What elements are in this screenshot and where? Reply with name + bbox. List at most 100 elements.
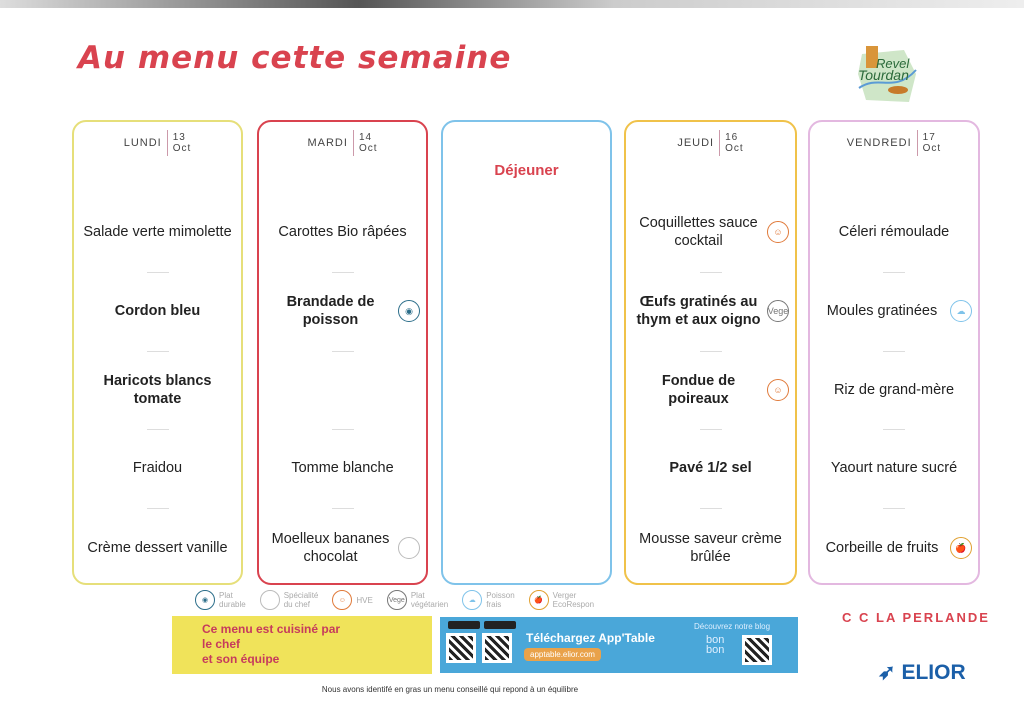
menu-item: Carottes Bio râpées <box>278 224 407 240</box>
lunch-label: Déjeuner <box>494 162 559 179</box>
chef-note-line: le chef <box>202 637 241 651</box>
menu-item: Brandade de poisson <box>286 294 375 328</box>
poisson-frais-icon: ☁ <box>950 300 972 322</box>
item-divider <box>699 429 722 430</box>
verger-icon: 🍎 <box>528 590 549 610</box>
brand-name: ELIOR <box>901 661 966 684</box>
item-divider <box>331 350 354 352</box>
legend-label: durable <box>219 600 246 609</box>
menu-item: Corbeille de fruits <box>825 540 939 556</box>
plat-vegetarien-icon: Vege <box>386 590 407 610</box>
day-name: VENDREDI <box>846 137 912 149</box>
legend-label: EcoRespon <box>552 600 595 609</box>
menu-item: Moules gratinées <box>826 303 938 319</box>
item-divider <box>331 508 354 509</box>
item-divider <box>883 429 905 430</box>
hve-icon: ☺ <box>767 379 789 401</box>
day-number: 13 <box>172 132 186 143</box>
menu-item: Moelleux bananes chocolat <box>271 531 390 565</box>
plat-vegetarien-icon: Vege <box>767 300 789 322</box>
legend-label: Plat <box>410 591 425 600</box>
svg-text:Revel: Revel <box>876 56 910 71</box>
menu-item: Salade verte mimolette <box>83 224 232 240</box>
item-divider <box>883 350 905 352</box>
chef-note-line: Ce menu est cuisiné par <box>202 622 341 636</box>
menu-item: Pavé 1/2 sel <box>669 460 752 476</box>
app-title: Téléchargez App'Table <box>526 631 655 645</box>
item-divider <box>146 429 169 430</box>
item-divider <box>699 350 722 352</box>
app-banner[interactable]: Téléchargez App'Table apptable.elior.com… <box>440 617 798 673</box>
legend-label: Plat <box>219 591 233 600</box>
scan-edge <box>0 0 1024 8</box>
qr-code <box>482 633 512 663</box>
menu-item: Cordon bleu <box>114 303 201 319</box>
chef-note-line: et son équipe <box>202 652 280 666</box>
menu-item: Crème dessert vanille <box>87 540 228 556</box>
verger-icon: 🍎 <box>950 537 972 559</box>
legend-label: du chef <box>283 600 310 609</box>
bonbon-logo: bon bon <box>706 634 725 656</box>
menu-item: Haricots blancs tomate <box>103 373 212 407</box>
day-month: Oct <box>172 143 192 154</box>
item-divider <box>699 508 722 509</box>
qr-code <box>742 635 772 665</box>
day-number: 17 <box>922 132 936 143</box>
specialite-chef-icon <box>398 537 420 559</box>
day-month: Oct <box>725 143 744 154</box>
google-play-badge[interactable] <box>484 621 516 629</box>
day-month: Oct <box>358 143 378 154</box>
elior-logo: ➶ ELIOR <box>878 661 966 684</box>
menu-item: Riz de grand-mère <box>833 382 955 398</box>
menu-item: Yaourt nature sucré <box>830 460 958 476</box>
blog-link[interactable]: Découvrez notre blog <box>694 622 771 631</box>
menu-item: Fraidou <box>132 460 183 476</box>
day-name: JEUDI <box>677 137 715 149</box>
day-name: LUNDI <box>123 137 162 149</box>
svg-text:Tourdan: Tourdan <box>858 67 909 83</box>
app-store-badge[interactable] <box>448 621 480 629</box>
menu-item: Coquillettes sauce cocktail <box>639 215 758 249</box>
legend-label: Spécialité <box>283 591 319 600</box>
lunch-column: Déjeuner <box>441 120 612 585</box>
legend-item: ☺HVE <box>332 590 373 610</box>
menu-item: Céleri rémoulade <box>838 224 950 240</box>
day-number: 14 <box>358 132 373 143</box>
item-divider <box>331 429 354 430</box>
item-divider <box>146 350 169 352</box>
hve-icon: ☺ <box>767 221 789 243</box>
app-url[interactable]: apptable.elior.com <box>524 648 601 661</box>
poisson-frais-icon: ☁ <box>462 590 483 610</box>
page-title: Au menu cette semaine <box>78 40 512 76</box>
day-name: MARDI <box>307 137 348 149</box>
day-number: 16 <box>725 132 739 143</box>
menu-item: Fondue de poireaux <box>661 373 736 407</box>
legend-label: Poisson <box>486 591 515 600</box>
menu-item: Œufs gratinés au thym et aux oigno <box>636 294 761 328</box>
plat-durable-icon: ◉ <box>195 590 215 610</box>
chef-note: Ce menu est cuisiné par le chef et son é… <box>172 616 432 674</box>
legend-label: végétarien <box>410 600 449 609</box>
item-divider <box>883 271 905 273</box>
item-divider <box>883 508 905 509</box>
item-divider <box>699 271 722 273</box>
specialite-chef-icon <box>259 590 280 610</box>
footer-note: Nous avons identifé en gras un menu cons… <box>321 685 579 694</box>
item-divider <box>146 508 169 509</box>
revel-tourdan-logo: Revel Tourdan <box>858 46 917 102</box>
item-divider <box>331 271 354 273</box>
day-month: Oct <box>922 143 942 154</box>
plat-durable-icon: ◉ <box>398 300 420 322</box>
